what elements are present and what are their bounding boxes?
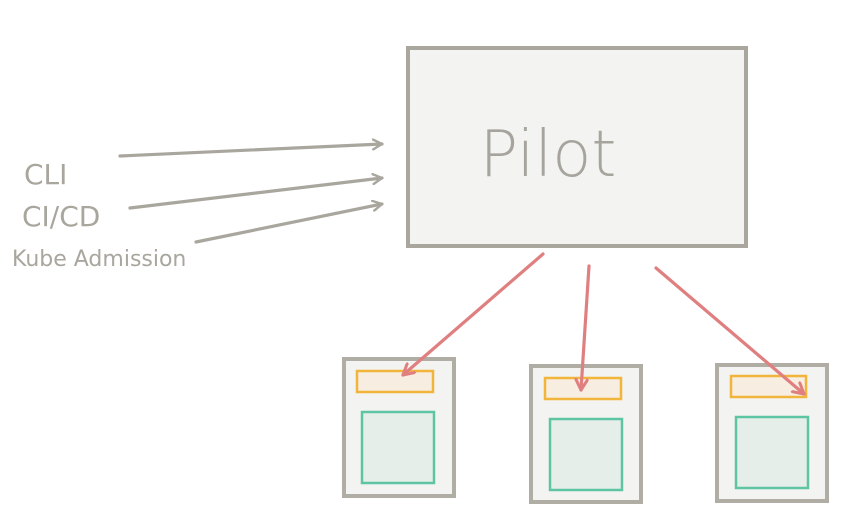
push-arrow-pod-1 — [401, 252, 545, 377]
push-arrow-pod-3 — [654, 266, 806, 396]
input-label-kube-admission: Kube Admission — [12, 247, 186, 272]
input-arrow-kube-admission — [194, 204, 384, 244]
input-label-cicd: CI/CD — [22, 200, 100, 233]
pod-3 — [715, 363, 829, 503]
pilot-box — [406, 46, 748, 248]
pilot-node: Pilot — [406, 46, 748, 248]
input-label-cli: CLI — [24, 158, 67, 191]
input-arrow-cicd — [128, 178, 384, 210]
config-push-arrows — [401, 252, 806, 396]
pilot-label: Pilot — [480, 118, 617, 192]
app-container — [734, 415, 810, 490]
app-container — [360, 410, 436, 485]
input-arrow-cli — [118, 144, 384, 158]
input-sources: CLI CI/CD Kube Admission — [12, 144, 384, 272]
sidecar-proxy — [355, 369, 435, 394]
app-container — [548, 417, 624, 492]
pod-2 — [529, 364, 643, 504]
push-arrow-pod-2 — [581, 264, 591, 392]
pod-1 — [342, 357, 456, 498]
